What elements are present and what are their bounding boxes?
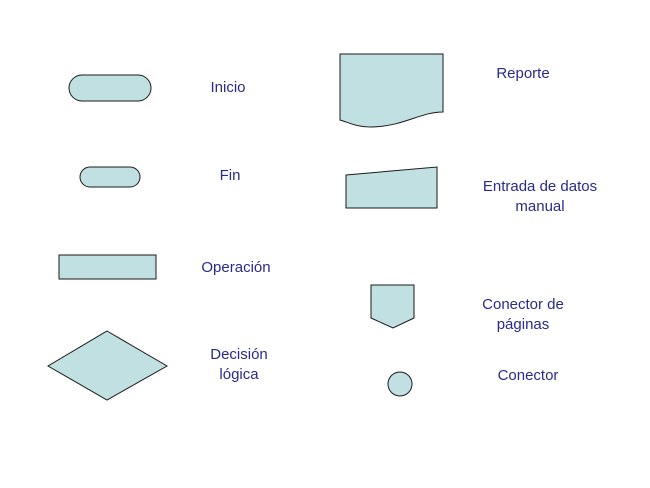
entrada-manual-shape <box>345 166 438 209</box>
inicio-shape <box>68 74 152 102</box>
decision-label: Decisión lógica <box>210 346 268 383</box>
conector-paginas-shape <box>370 284 415 329</box>
entrada-manual-label: Entrada de datos manual <box>482 178 598 215</box>
decision-shape <box>47 330 169 401</box>
fin-label: Fin <box>219 167 241 184</box>
fin-shape <box>79 166 141 188</box>
operacion-shape <box>58 254 157 280</box>
operacion-label: Operación <box>201 259 271 276</box>
conector-paginas-label: Conector de páginas <box>482 296 564 333</box>
reporte-shape <box>339 53 444 128</box>
inicio-label: Inicio <box>210 79 246 96</box>
reporte-label: Reporte <box>496 65 550 82</box>
conector-shape <box>387 371 413 397</box>
conector-label: Conector <box>497 367 559 384</box>
